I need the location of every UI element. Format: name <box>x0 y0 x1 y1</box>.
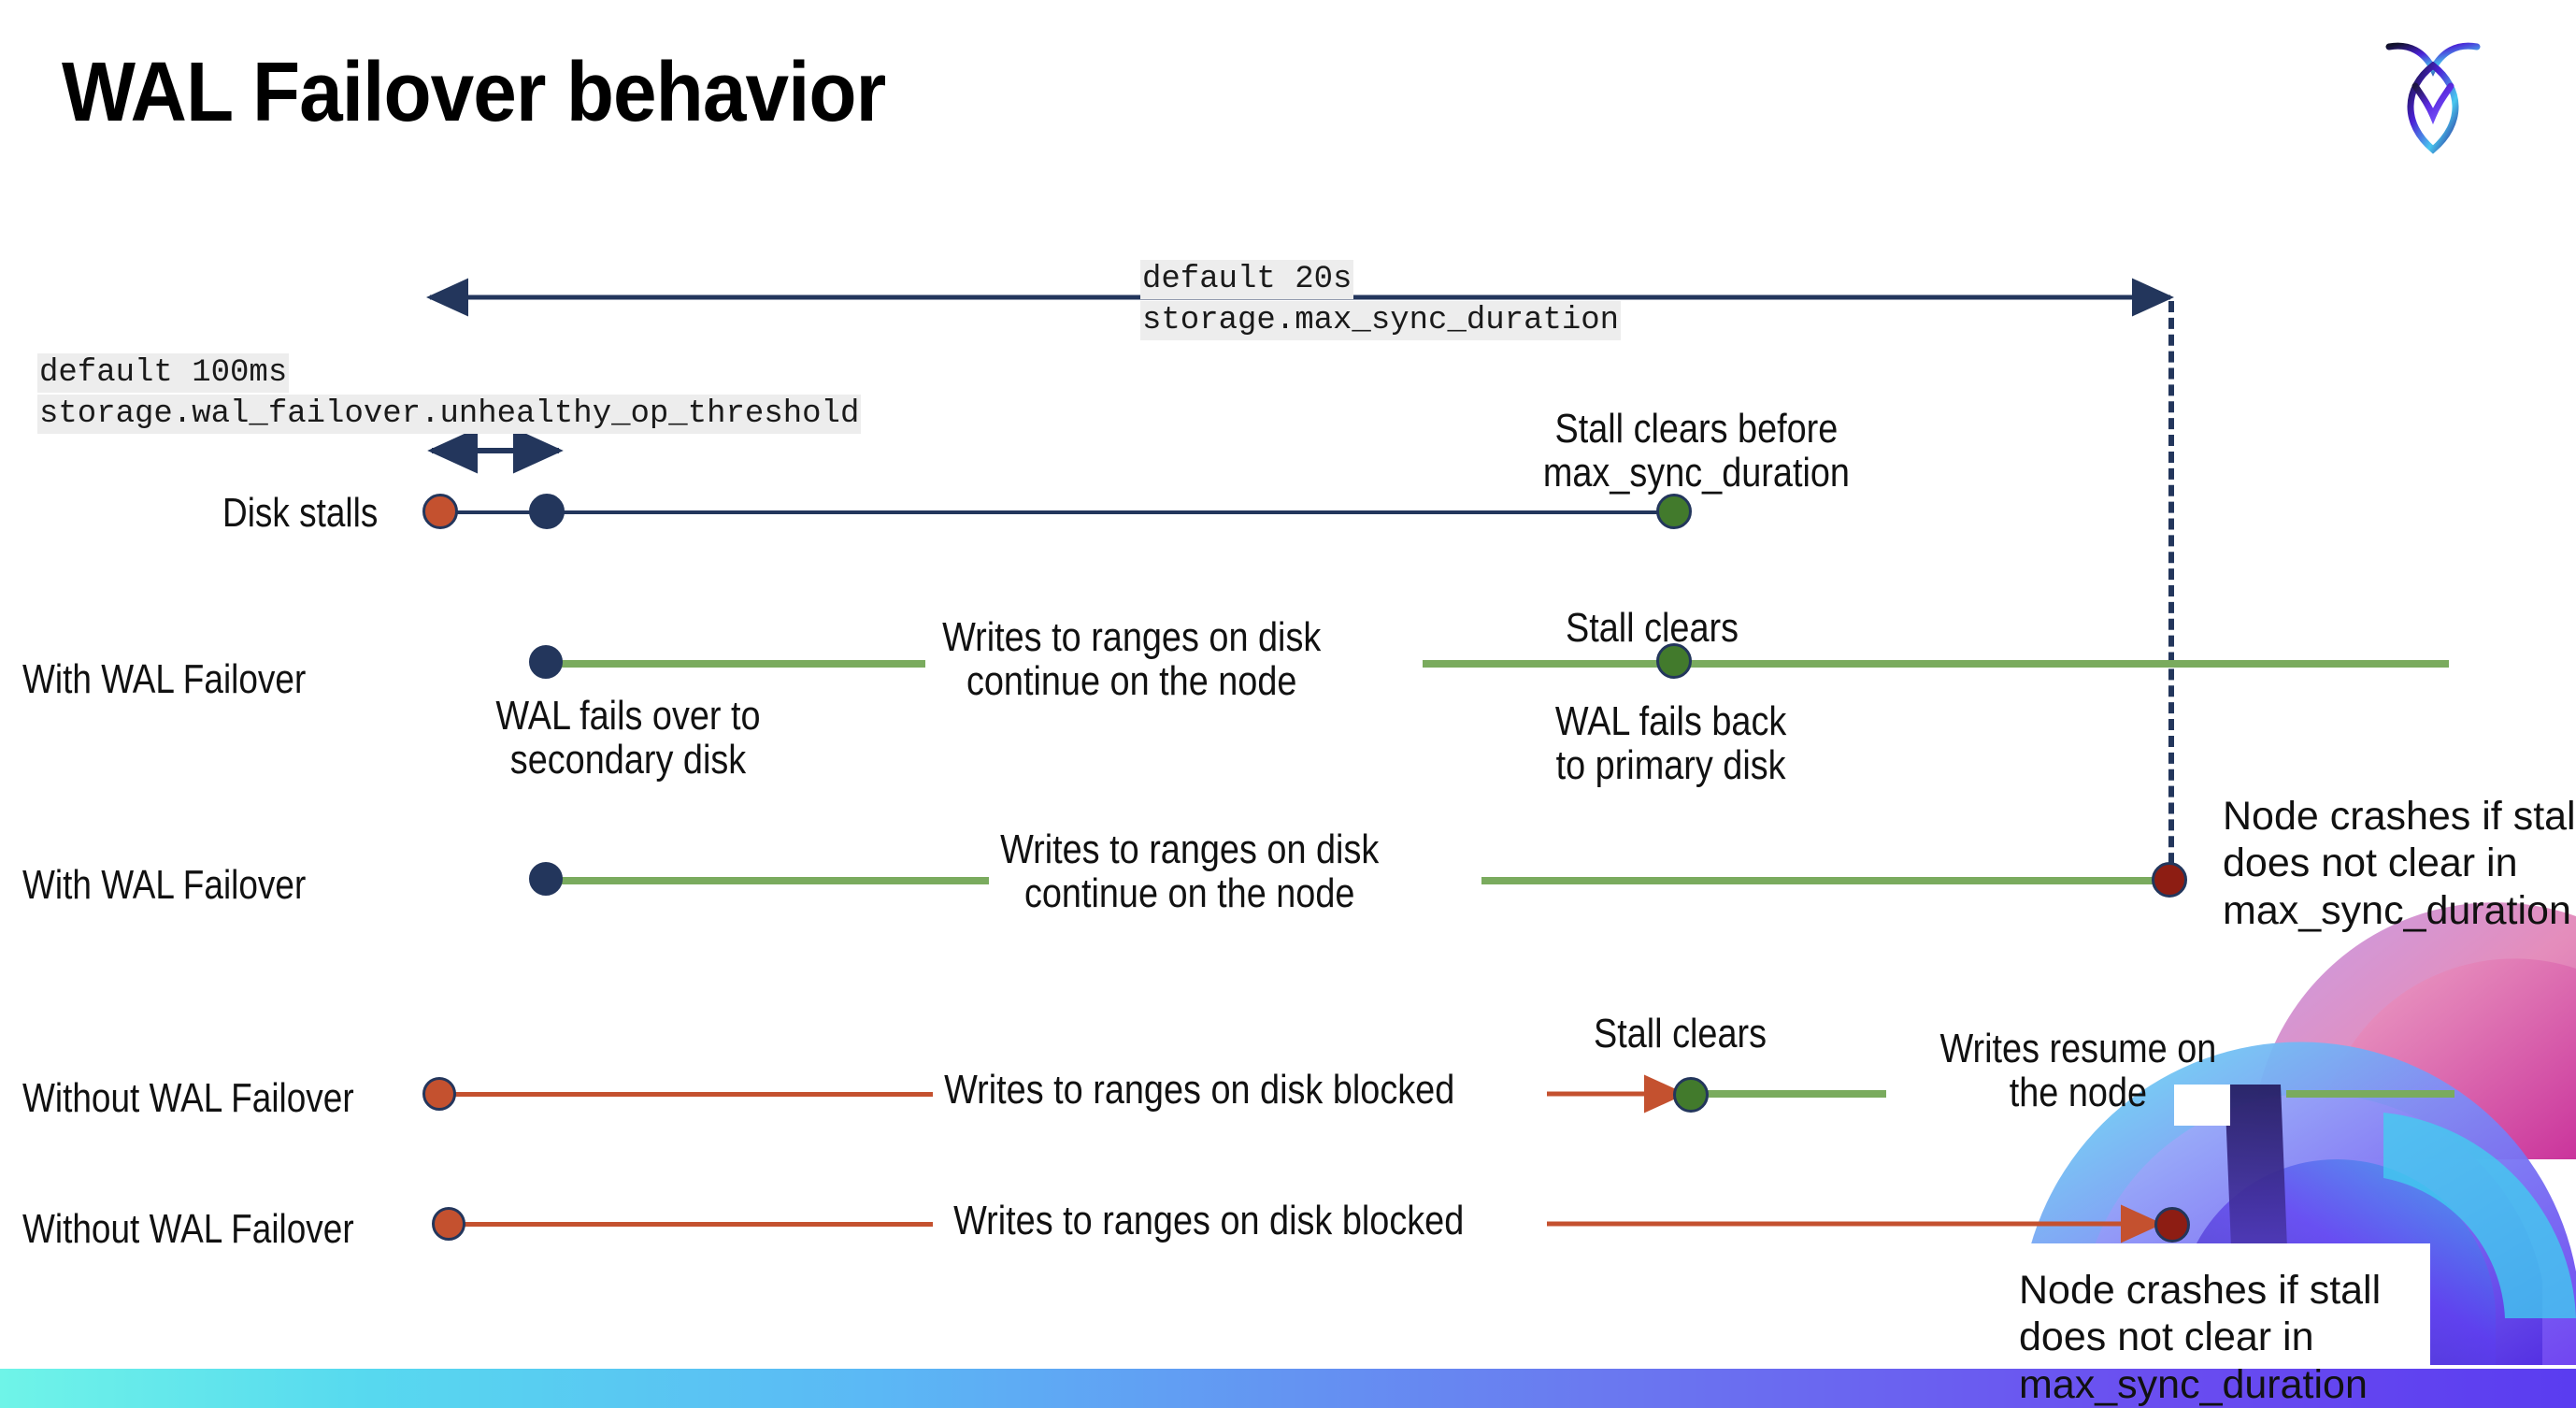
without-wal-1-blocked-segment <box>439 1092 933 1097</box>
disk-stalls-timeline <box>439 510 1673 514</box>
disk-stalls-clear-dot <box>1656 494 1692 529</box>
with-wal-1-segment-a <box>542 660 925 668</box>
disk-stalls-start-dot <box>422 494 458 529</box>
with-wal-2-crash-dot <box>2152 862 2187 898</box>
with-wal-1-failback-note: WAL fails back to primary disk <box>1554 698 1787 789</box>
without-wal-1-clear-note: Stall clears <box>1593 1011 1767 1056</box>
with-wal-1-failover-dot <box>529 645 563 679</box>
row-label-disk-stalls: Disk stalls <box>222 490 379 536</box>
max-sync-default-label: default 20s <box>1140 260 1354 300</box>
with-wal-2-failover-dot <box>529 862 563 896</box>
without-wal-2-blocked-segment <box>439 1222 933 1227</box>
without-wal-1-resume-segment <box>1699 1090 1886 1098</box>
with-wal-1-clear-note: Stall clears <box>1565 605 1739 651</box>
with-wal-1-clear-dot <box>1656 643 1692 679</box>
bottom-gradient-bar <box>0 1369 2576 1408</box>
without-wal-2-mid-note: Writes to ranges on disk blocked <box>953 1198 1465 1243</box>
without-wal-1-mid-note: Writes to ranges on disk blocked <box>944 1067 1455 1113</box>
without-wal-2-start-dot <box>432 1207 465 1241</box>
with-wal-1-failover-note: WAL fails over to secondary disk <box>495 693 761 783</box>
without-wal-2-crash-dot <box>2154 1207 2190 1243</box>
with-wal-2-segment-b <box>1481 877 2168 884</box>
without-wal-1-resume-note: Writes resume on the node <box>1939 1026 2217 1116</box>
row-label-without-wal-failover-2: Without WAL Failover <box>22 1206 354 1252</box>
with-wal-1-segment-b <box>1423 660 2449 668</box>
row-label-with-wal-failover-2: With WAL Failover <box>22 862 307 908</box>
unhealthy-op-threshold-callout: default 100ms storage.wal_failover.unhea… <box>37 352 862 435</box>
row-label-without-wal-failover-1: Without WAL Failover <box>22 1075 354 1121</box>
with-wal-2-crash-note: Node crashes if stall does not clear in … <box>2223 794 2576 933</box>
without-wal-1-clear-dot <box>1673 1077 1709 1113</box>
max-sync-setting-label: storage.max_sync_duration <box>1140 301 1622 341</box>
with-wal-2-mid-note: Writes to ranges on disk continue on the… <box>1000 826 1380 917</box>
without-wal-1-resume-segment-far <box>2286 1090 2454 1098</box>
without-wal-1-start-dot <box>422 1077 456 1111</box>
row-label-with-wal-failover-1: With WAL Failover <box>22 656 307 702</box>
with-wal-2-segment-a <box>542 877 989 884</box>
threshold-setting-label: storage.wal_failover.unhealthy_op_thresh… <box>37 395 862 435</box>
artwork-white-callout-plate <box>2000 1243 2430 1370</box>
without-wal-2-crash-note: Node crashes if stall does not clear in … <box>2019 1268 2382 1407</box>
with-wal-1-mid-note: Writes to ranges on disk continue on the… <box>942 614 1322 705</box>
disk-stalls-failover-dot <box>529 494 565 529</box>
max-sync-duration-callout: default 20s storage.max_sync_duration <box>1140 258 1622 341</box>
disk-stalls-clear-note: Stall clears before max_sync_duration <box>1542 406 1850 496</box>
max-sync-duration-dashed-connector <box>2168 301 2174 881</box>
threshold-default-label: default 100ms <box>37 353 290 394</box>
cockroachdb-logo-icon <box>2382 30 2484 156</box>
page-title: WAL Failover behavior <box>62 46 886 139</box>
